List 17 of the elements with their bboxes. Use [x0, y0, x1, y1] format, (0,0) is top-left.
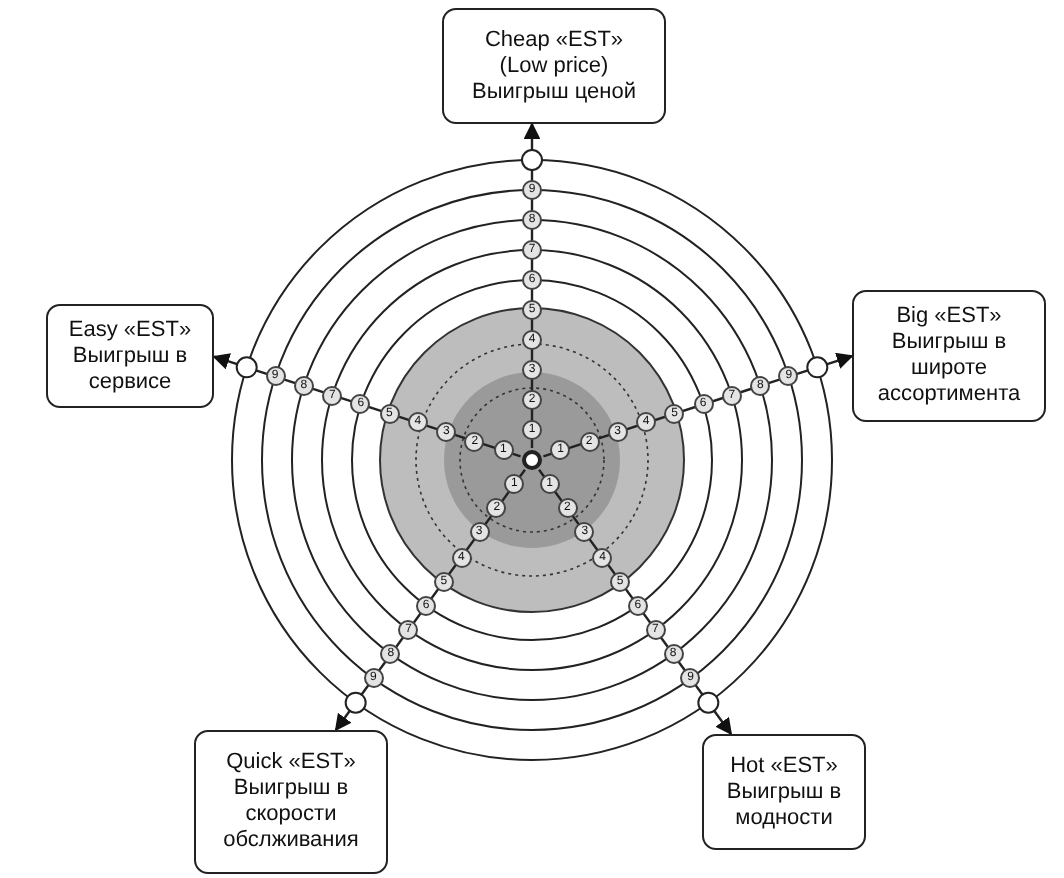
category-text: Выигрыш в сервисе: [70, 343, 190, 395]
category-title: Cheap «EST»: [484, 27, 624, 53]
category-text: Выигрыш в модности: [724, 779, 844, 831]
category-text: Выигрыш ценой: [472, 79, 636, 105]
category-box: [702, 734, 866, 850]
category-box: [852, 290, 1046, 422]
category-box: [194, 730, 388, 874]
category-title: Quick «EST»: [226, 750, 356, 776]
arrow: [212, 353, 521, 458]
category-box: [442, 8, 666, 124]
category-title: Easy «EST»: [68, 317, 192, 343]
category-text: Выигрыш в широте ассортимента: [875, 330, 1023, 408]
category-text: Выигрыш в скорости обслживания: [221, 776, 361, 854]
category-text: (Low price): [499, 53, 609, 79]
category-title: Big «EST»: [896, 304, 1002, 330]
category-title: Hot «EST»: [730, 753, 838, 779]
category-box: [46, 304, 214, 408]
